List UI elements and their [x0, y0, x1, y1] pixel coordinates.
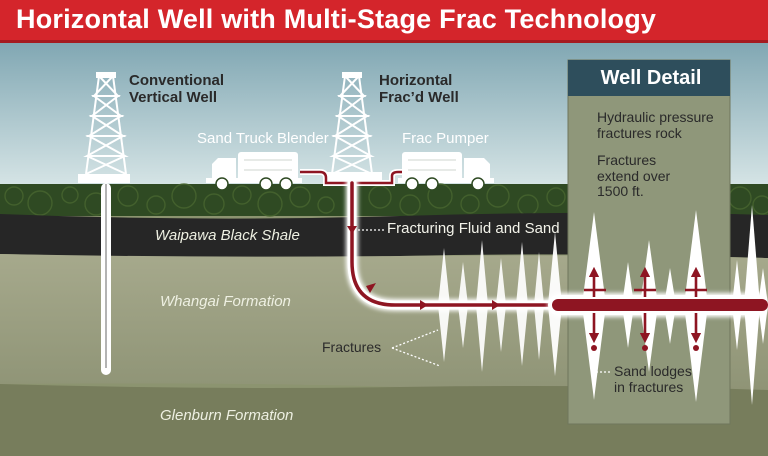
blender-label: Sand Truck Blender	[197, 130, 329, 147]
flow-arrows	[347, 226, 500, 310]
shale-label: Waipawa Black Shale	[155, 227, 300, 244]
detail-sand-line-2: in fractures	[614, 378, 684, 395]
page-title: Horizontal Well with Multi-Stage Frac Te…	[16, 4, 657, 34]
vertical-well-label-line-1: Conventional	[129, 72, 225, 89]
glenburn-label: Glenburn Formation	[160, 407, 294, 424]
wellbore	[346, 177, 606, 311]
well-detail-header	[568, 60, 730, 96]
detail-sand-text: Sand lodges in fractures	[614, 363, 692, 395]
detail-extend-line-1: Fractures	[597, 152, 657, 168]
fluid-annotation: Fracturing Fluid and Sand	[387, 220, 560, 237]
pressure-arrows	[584, 266, 707, 344]
detail-extend-line-2: extend over	[597, 167, 671, 184]
vertical-well-label-line-2: Vertical Well	[129, 88, 218, 106]
sand-truck-blender	[206, 152, 302, 191]
surface-piping	[300, 169, 402, 186]
well-detail-title: Well Detail	[600, 67, 702, 89]
horizontal-well-label-line-2: Frac’d Well	[379, 88, 459, 106]
horizontal-well-label-line-1: Horizontal	[379, 72, 453, 89]
horizontal-well-label: Horizontal Frac’d Well	[379, 72, 459, 107]
detail-pressure-text: Hydraulic pressure fractures rock	[597, 109, 714, 141]
pumper-label: Frac Pumper	[402, 130, 489, 147]
whangai-label: Whangai Formation	[160, 293, 291, 310]
fractures-annotation: Fractures	[322, 339, 382, 355]
vertical-well-label: Conventional Vertical Well	[129, 72, 225, 107]
detail-extend-line-3: 1500 ft.	[597, 183, 644, 200]
frac-pumper	[398, 152, 494, 191]
detail-extend-text: Fractures extend over 1500 ft.	[597, 152, 671, 200]
vertical-well	[78, 72, 130, 375]
derrick-left	[83, 75, 129, 175]
detail-pipe	[548, 293, 768, 317]
detail-sand-line-1: Sand lodges	[614, 363, 692, 379]
detail-pressure-line-2: fractures rock	[597, 124, 682, 141]
title-banner	[0, 0, 768, 42]
derrick-right	[324, 72, 382, 181]
leader-lines	[358, 229, 612, 373]
detail-pressure-line-1: Hydraulic pressure	[597, 109, 714, 125]
sand-dots	[591, 345, 699, 351]
